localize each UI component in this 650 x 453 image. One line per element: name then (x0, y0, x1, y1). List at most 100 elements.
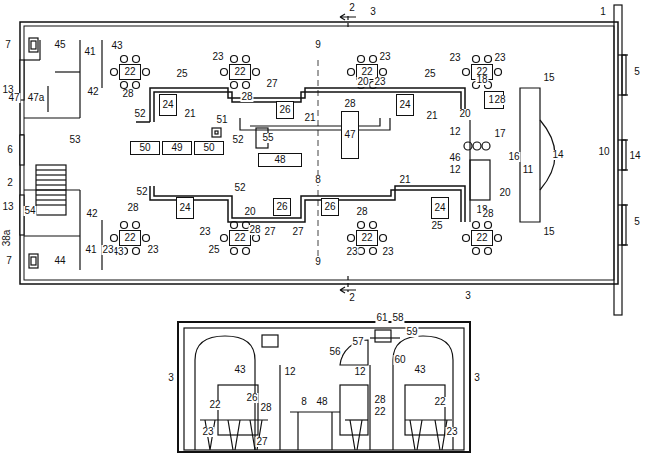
callout-number: 5 (633, 67, 641, 77)
chair (231, 248, 238, 255)
callout-number: 23 (381, 247, 394, 257)
callout-number: 28 (481, 209, 494, 219)
callout-number: 50 (139, 143, 150, 153)
callout-number: 48 (274, 155, 285, 165)
callout-number: 21 (183, 109, 196, 119)
table-box: 26 (273, 198, 291, 216)
callout-number: 43 (110, 41, 123, 51)
callout-number: 47 (7, 93, 20, 103)
table-box: 24 (396, 94, 414, 116)
callout-number: 17 (493, 129, 506, 139)
callout-number: 22 (433, 397, 446, 407)
callout-number: 28 (121, 89, 134, 99)
chair (243, 56, 250, 63)
callout-number: 27 (265, 79, 278, 89)
chair (133, 248, 140, 255)
chair (231, 56, 238, 63)
chair (380, 235, 387, 242)
callout-number: 24 (162, 100, 173, 110)
chair (348, 69, 355, 76)
chair (358, 56, 365, 63)
chair (121, 222, 128, 229)
callout-number: 44 (53, 256, 66, 266)
callout-number: 47a (27, 93, 46, 103)
chair (243, 82, 250, 89)
chair (111, 235, 118, 242)
callout-number: 7 (4, 40, 12, 50)
chair (121, 82, 128, 89)
callout-number: 48 (315, 397, 328, 407)
chair (243, 248, 250, 255)
chair (358, 222, 365, 229)
callout-number: 22 (234, 233, 245, 243)
callout-number: 23 (493, 53, 506, 63)
callout-number: 26 (245, 393, 258, 403)
callout-number: 3 (464, 291, 472, 301)
callout-number: 28 (126, 203, 139, 213)
callout-number: 22 (234, 67, 245, 77)
callout-number: 52 (233, 183, 246, 193)
callout-number: 38a (2, 229, 12, 248)
callout-number: 26 (276, 202, 287, 212)
chair (253, 69, 260, 76)
chair (143, 69, 150, 76)
table-box: 22 (119, 230, 141, 246)
callout-number: 22 (124, 67, 135, 77)
callout-number: 56 (328, 347, 341, 357)
chair (495, 235, 502, 242)
callout-number: 26 (279, 105, 290, 115)
callout-number: 53 (68, 135, 81, 145)
chair (221, 235, 228, 242)
table-box: 48 (258, 153, 302, 167)
callout-number: 23 (373, 77, 386, 87)
callout-number: 21 (425, 111, 438, 121)
callout-number: 27 (291, 227, 304, 237)
callout-number: 61 (375, 313, 388, 323)
callout-number: 43 (233, 365, 246, 375)
table-box: 22 (119, 64, 141, 80)
callout-number: 28 (240, 92, 253, 102)
callout-number: 28 (373, 395, 386, 405)
callout-number: 6 (6, 145, 14, 155)
callout-number: 16 (507, 152, 520, 162)
callout-number: 14 (551, 150, 564, 160)
callout-number: 3 (473, 373, 481, 383)
callout-number: 21 (303, 113, 316, 123)
callout-number: 22 (373, 407, 386, 417)
callout-number: 42 (86, 87, 99, 97)
table-box: 50 (130, 141, 160, 155)
callout-number: 23 (146, 245, 159, 255)
chair (485, 248, 492, 255)
callout-number: 22 (361, 233, 372, 243)
chair (473, 248, 480, 255)
callout-number: 25 (430, 221, 443, 231)
callout-number: 23 (101, 245, 114, 255)
callout-number: 49 (171, 143, 182, 153)
callout-number: 15 (542, 227, 555, 237)
callout-number: 52 (231, 135, 244, 145)
table-box: 24 (159, 94, 177, 116)
callout-number: 8 (300, 397, 308, 407)
callout-number: 28 (343, 99, 356, 109)
chair (380, 69, 387, 76)
chair (221, 69, 228, 76)
callout-number: 41 (83, 47, 96, 57)
chair (473, 56, 480, 63)
callout-number: 22 (124, 233, 135, 243)
chair (133, 222, 140, 229)
table-box: 26 (321, 198, 339, 216)
callout-number: 24 (399, 100, 410, 110)
callout-number: 25 (207, 245, 220, 255)
callout-number: 23 (448, 53, 461, 63)
table-box: 22 (229, 64, 251, 80)
callout-number: 7 (5, 256, 13, 266)
callout-number: 22 (361, 67, 372, 77)
table-box: 50 (194, 141, 224, 155)
table-box: 24 (176, 197, 194, 219)
callout-number: 20 (458, 109, 471, 119)
chair (133, 82, 140, 89)
chair (348, 235, 355, 242)
callout-number: 57 (351, 337, 364, 347)
section-view (178, 322, 470, 452)
callout-number: 23 (211, 52, 224, 62)
